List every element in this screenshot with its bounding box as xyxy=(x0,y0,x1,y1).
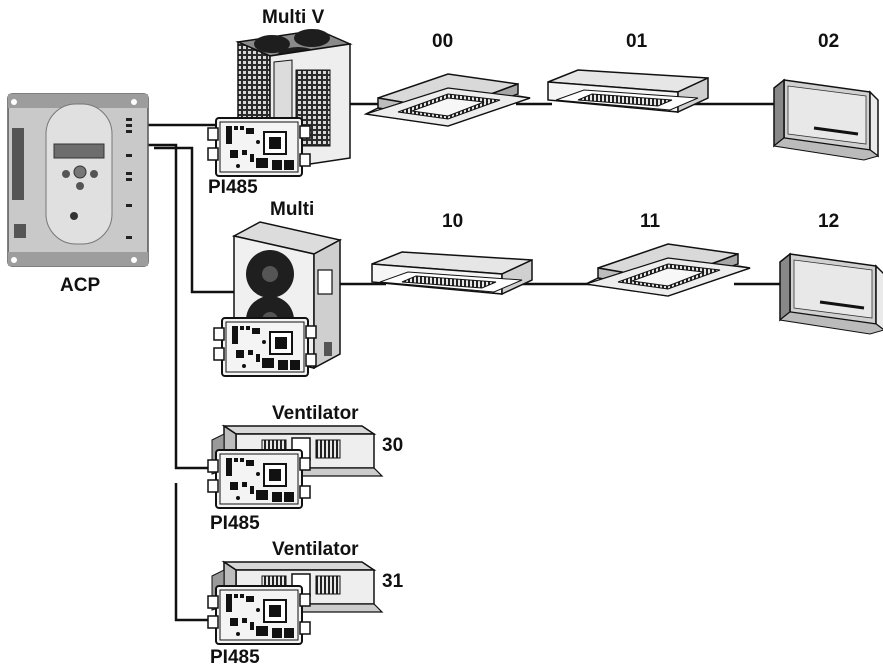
multi-v-label: Multi V xyxy=(262,7,325,28)
indoor-unit-10 xyxy=(371,251,533,295)
indoor-address-00: 00 xyxy=(432,31,454,52)
pi485-board-ventilator-30 xyxy=(207,449,311,509)
pi485-board-ventilator-31 xyxy=(207,585,311,645)
indoor-unit-01 xyxy=(547,69,709,113)
indoor-address-02: 02 xyxy=(818,31,840,52)
wiring xyxy=(148,102,782,622)
pi485-label-multi-v: PI485 xyxy=(208,177,258,198)
indoor-unit-02 xyxy=(772,78,880,162)
indoor-unit-12 xyxy=(778,252,883,336)
indoor-address-11: 11 xyxy=(640,211,661,232)
indoor-unit-11 xyxy=(585,243,751,297)
pi485-board-multi-v xyxy=(207,117,311,177)
indoor-unit-00 xyxy=(365,73,531,127)
pi485-label-ventilator-30: PI485 xyxy=(210,513,260,534)
ventilator-address-30: 30 xyxy=(382,435,404,456)
ventilator-address-31: 31 xyxy=(382,571,404,592)
ventilator-label-31: Ventilator xyxy=(272,539,359,560)
multi-label: Multi xyxy=(270,199,315,220)
indoor-address-12: 12 xyxy=(818,211,840,232)
acp-label: ACP xyxy=(60,275,101,296)
pi485-board-multi xyxy=(213,317,317,377)
ventilator-label-30: Ventilator xyxy=(272,403,359,424)
pi485-label-ventilator-31: PI485 xyxy=(210,647,260,668)
indoor-address-01: 01 xyxy=(626,31,648,52)
indoor-address-10: 10 xyxy=(442,211,464,232)
acp-controller xyxy=(7,93,149,267)
